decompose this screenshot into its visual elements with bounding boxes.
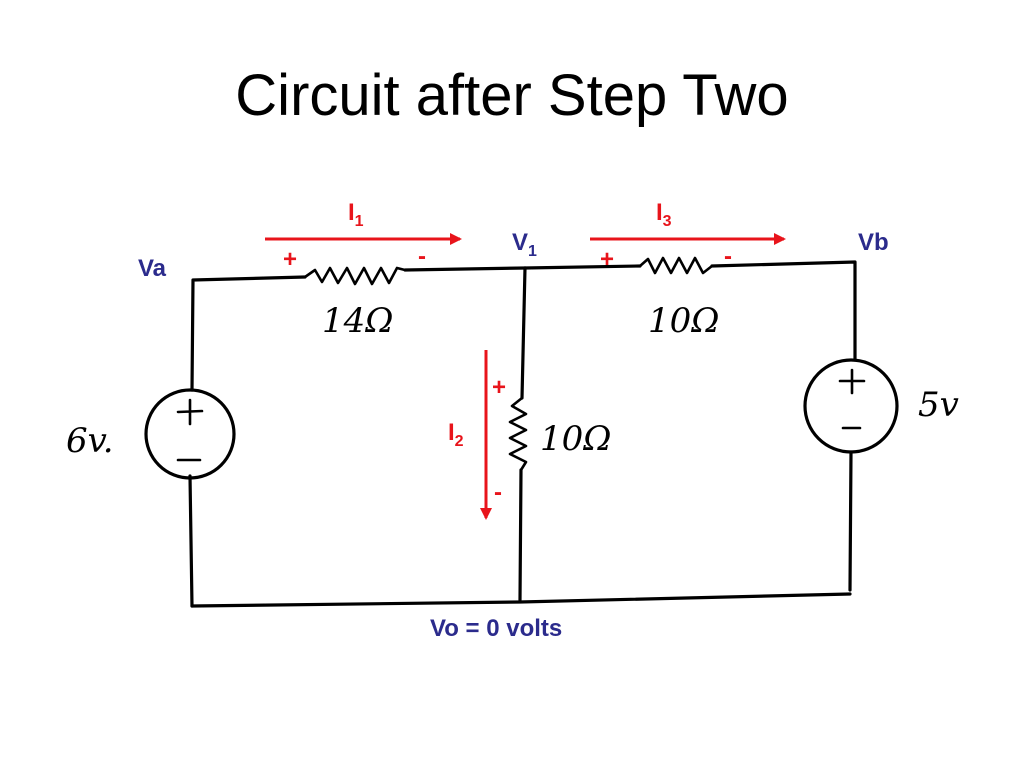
polarity-plus-r3: +: [600, 246, 614, 273]
wire-right-bottom: [848, 450, 853, 592]
slide-title: Circuit after Step Two: [235, 63, 789, 128]
wire-left-top: [190, 275, 307, 392]
resistor-label-10-ohm-middle: 10Ω: [540, 419, 611, 459]
wire-middle-bottom: [518, 468, 523, 602]
polarity-plus-r2: +: [492, 374, 506, 401]
resistor-label-10-ohm-right: 10Ω: [648, 301, 719, 341]
node-label-va: Va: [138, 255, 167, 282]
node-label-vo: Vo = 0 volts: [430, 615, 562, 642]
polarity-minus-r2: -: [494, 479, 502, 506]
wire-middle-top: [520, 266, 527, 400]
label-i1: I1: [348, 199, 364, 230]
voltage-source-left: [144, 388, 236, 480]
label-i3: I3: [656, 199, 672, 230]
polarity-minus-r3: -: [724, 243, 732, 270]
resistor-10-ohm-right: [638, 256, 714, 275]
source-label-6v: 6v.: [66, 421, 114, 461]
wire-left-bottom: [188, 474, 194, 608]
resistor-10-ohm-middle: [508, 396, 528, 472]
wires: [188, 260, 857, 608]
wire-bottom: [190, 592, 852, 608]
voltage-source-right: [803, 358, 899, 454]
node-label-vb: Vb: [858, 229, 889, 256]
resistor-14-ohm: [303, 266, 407, 286]
label-i2: I2: [448, 419, 464, 450]
wire-node-to-r3: [523, 264, 642, 270]
wire-r1-to-node: [403, 266, 527, 272]
polarity-plus-r1: +: [283, 246, 297, 273]
polarity-minus-r1: -: [418, 243, 426, 270]
wire-r3-to-right: [710, 260, 857, 362]
source-label-5v: 5v: [918, 385, 959, 425]
resistor-label-14-ohm: 14Ω: [322, 301, 393, 341]
node-label-v1: V1: [512, 229, 537, 260]
